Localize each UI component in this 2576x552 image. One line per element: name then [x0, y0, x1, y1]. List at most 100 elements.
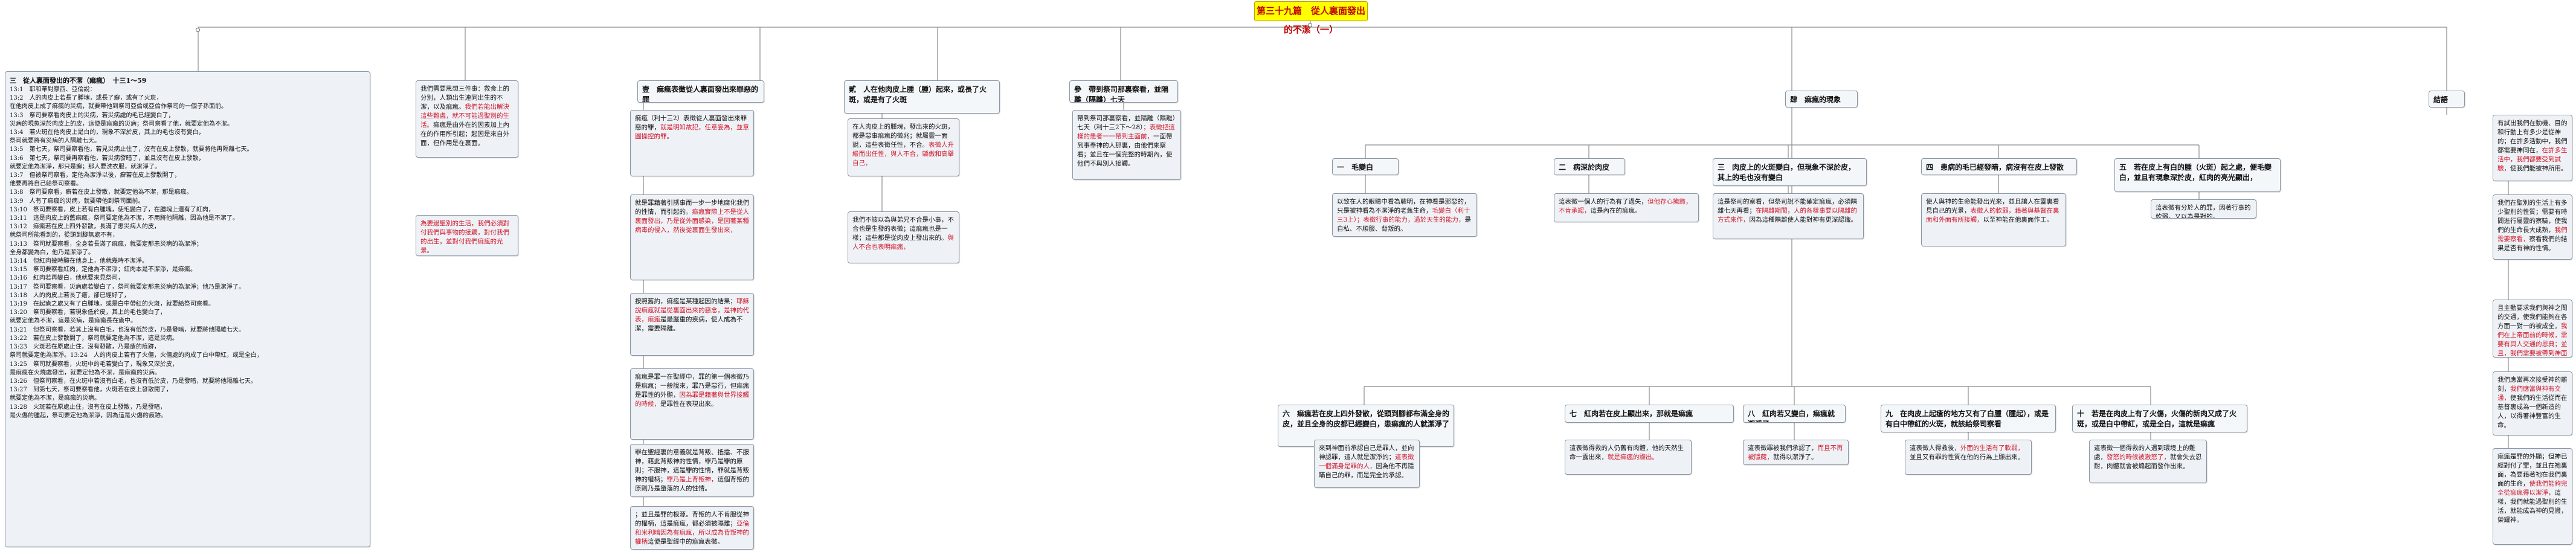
verse-line: 13:14 但紅肉幾時顯在他身上，他就幾時不潔淨。	[10, 258, 148, 265]
verse-line: 13:8 祭司要察看，癬若在皮上發散，就要定他為不潔，那是痲瘋。	[10, 189, 193, 196]
verse-line: 災病的現象深於肉皮上的皮，這便是痲瘋的災病；祭司察看了他，就要定他為不潔。	[10, 120, 233, 127]
phenomenon-heading[interactable]: 二 病深於肉皮	[1554, 158, 1625, 175]
note-node[interactable]: 這表徵一個人的行為有了過失，但他存心掩飾，不肯承認，這是內在的痲瘋。	[1554, 193, 1699, 222]
verse-line: 13:17 祭司要察看，災病處若變白了，祭司就要定那患災病的為潔淨；他乃是潔淨了…	[10, 283, 245, 290]
verse-line: 13:9 人有了痲瘋的災病，就要帶他到祭司面前。	[10, 197, 144, 205]
section-3-heading[interactable]: 參 帶到祭司那裏察看，並隔離（隔離）七天	[1069, 80, 1178, 103]
note-node[interactable]: 且主動要求我們與神之間的交通，使我們能夠在各方面一對一的被成全。我們在上帝面前的…	[2493, 300, 2572, 358]
verse-line: 13:20 祭司要察看，若現象低於皮，其上的毛也變白了，	[10, 309, 166, 316]
highlighted-text: 而且不再被隱藏，	[1748, 444, 1843, 461]
note-text: 是自私、不順服、背叛的。	[1337, 216, 1471, 233]
verse-line: 13:6 第七天，祭司要再察看他，若災病發暗了，並且沒有在皮上發散，	[10, 155, 205, 162]
conclusion-heading[interactable]: 結語	[2429, 91, 2465, 108]
highlighted-text: 在隔離期間，人的各樣事要以隔離的方式來作，	[1718, 207, 1857, 223]
scripture-outline-node[interactable]: 三 從人裏面發出的不潔（痲瘋） 十三1～59 13:1 耶和華對摩西、亞倫說：1…	[5, 71, 370, 547]
verse-line: 13:11 這是肉皮上的舊痲瘋，祭司要定他為不潔，不用將他隔離，因為他是不潔了。	[10, 215, 239, 222]
note-node[interactable]: 痲瘋是罪一在聖經中，罪的第一個表徵乃是痲瘋；一般說來，罪乃是惡行，但痲瘋是罪性的…	[630, 368, 754, 440]
note-text: 因為他不再隱瞞自己的罪，而是完全的承認。	[1319, 463, 1414, 479]
intro-highlight: 我們若能出解決這些難處，就不可能過聖別的生活。	[420, 103, 509, 129]
note-text: 這是內在的痲瘋。	[1590, 207, 1641, 214]
verse-line: 13:22 若在皮上發散開了，祭司就要定他為不潔，這是災病。	[10, 335, 178, 342]
phenomenon-heading[interactable]: 四 患病的毛已經發暗，病沒有在皮上發散	[1921, 158, 2077, 175]
highlighted-text: 亞倫和米利暗因為有痲瘋，所以成為背叛神的權柄	[635, 520, 749, 545]
note-text: 痲瘋（利十三2）表徵從人裏面發出來罪惡的罪，	[635, 115, 747, 131]
note-text: 且主動要求我們與神之間的交通，使我們能夠在各方面一對一的被成全。	[2497, 304, 2568, 330]
note-node[interactable]: 痲瘋（利十三2）表徵從人裏面發出來罪惡的罪，就是明知故犯，任意妄為，並意圖操控的…	[630, 110, 754, 176]
highlighted-text: 發怒的時候被激怒了，	[2107, 454, 2170, 461]
verse-line: 在他肉皮上成了痲瘋的災病，就要帶他到祭司亞倫或亞倫作祭司的一個子孫面前。	[10, 103, 227, 111]
note-node[interactable]: 這表徵一個得救的人遇到環境上的難處，發怒的時候被激怒了，就會失去忍耐，肉體就會被…	[2089, 440, 2207, 483]
note-node[interactable]: 來到神面前承認自己是罪人，並向神認罪，這人就是潔淨的；這表徵一個滿身是罪的人，因…	[1314, 440, 1420, 488]
note-text: 罪在聖經裏的意義就是背叛、抵擋、不服神，藉此背叛神的性情，罪乃是罪的原則；不服神…	[635, 449, 749, 483]
collapse-handle[interactable]	[1308, 23, 1312, 27]
section-4-heading[interactable]: 肆 痲瘋的現象	[1785, 91, 1858, 108]
note-text: 並且又有罪的性質在他的行為上顯出來。	[1910, 454, 2024, 461]
note-node[interactable]: 以致在人的眼睛中看為聰明，在神看是邪惡的，只是被神看為不潔淨的老舊生命，毛變白（…	[1332, 193, 1477, 237]
highlighted-text: 就是痲瘋的顯出。	[1608, 454, 1658, 461]
verse-line: 13:4 若火斑在他肉皮上是白的，現象不深於皮，其上的毛也沒有變白，	[10, 129, 205, 136]
note-node[interactable]: 痲瘋是罪的外顯；但神已經對付了罪，並且在祂裏面，為要藉著祂在我們裏面的生命，使我…	[2493, 448, 2572, 545]
note-node[interactable]: 帶到祭司那裏察看，並隔離（隔離）七天（利十三2下～28）；表徵把這樣的患者一一帶…	[1072, 110, 1181, 180]
verse-line: 祭司就要將有災病的人隔離七天。	[10, 138, 100, 145]
verse-line: 13:28 火斑若在原處止住，沒有在皮上發散，乃是發暗，	[10, 403, 166, 411]
note-text: 痲瘋是罪的外顯；但神已經對付了罪，並且在祂裏面，為要藉著祂在我們裏面的生命，	[2497, 453, 2568, 487]
section-2-heading[interactable]: 貳 人在他肉皮上腫（腫）起來，或長了火斑，或是有了火斑	[844, 80, 1000, 114]
intro-text: 我們需要思想三件事：救食上的分別，人類出生連同出生的不潔，以及痲瘋。	[420, 85, 509, 111]
note-node[interactable]: 罪在聖經裏的意義就是背叛、抵擋、不服神，藉此背叛神的性情，罪乃是罪的原則；不服神…	[630, 444, 754, 497]
highlighted-text: ；表徵把這樣的患者一一帶到主面前，	[1077, 124, 1175, 140]
section-1-heading[interactable]: 壹 痲瘋表徵從人裏面發出來罪惡的罪	[637, 80, 764, 103]
root-title-node[interactable]: 第三十九篇 從人裏面發出的不潔（一）	[1254, 1, 1368, 35]
note-node[interactable]: 這表徵罪被我們承認了，而且不再被隱藏，就得以潔淨了。	[1743, 440, 1849, 465]
verse-line: 13:1 耶和華對摩西、亞倫說：	[10, 86, 96, 93]
phenomenon-heading[interactable]: 一 毛變白	[1332, 158, 1399, 175]
phenomenon-heading[interactable]: 三 肉皮上的火斑變白，但現象不深於皮，其上的毛也沒有變白	[1713, 158, 1867, 186]
note-text: 這表徵人得救後，	[1910, 444, 1960, 452]
note-node[interactable]: 我們在聖別的生活上有多少聖別的性質；需要有時間進行屬靈的察驗，使我們的生命長大成…	[2493, 194, 2572, 260]
verse-line: 13:5 第七天，祭司要察看他，若見災病止住了，沒有在皮上發散，就要將他再隔離七…	[10, 146, 253, 153]
phenomenon-heading[interactable]: 九 在肉皮上起瘡的地方又有了白腫（腫起），或是有白中帶紅的火斑，就該給祭司察看	[1881, 405, 2056, 432]
note-node[interactable]: 這表徵得救的人仍舊有肉體，他的天然生命一露出來，就是痲瘋的顯出。	[1565, 440, 1692, 475]
phenomenon-heading[interactable]: 十 若是在肉皮上有了火傷，火傷的新肉又成了火斑，或是白中帶紅，或是全白，這就是痲…	[2072, 405, 2247, 432]
note-text: 察看我們的結果是否有神的性情。	[2497, 236, 2568, 252]
highlighted-text: 表徵人的軟弱，藉著與基督在裏面和外面有所接觸，	[1926, 207, 2059, 223]
note-text: 使我們的生活從而在基督裏成為一個新造的人，以得著神豐富的生命。	[2497, 394, 2568, 429]
note-text: 帶到祭司那裏察看，並隔離（隔離）七天（利十三2下～28）	[1077, 115, 1176, 131]
highlighted-text: 就是明知故犯，任意妄為，並意圖操控的罪。	[635, 124, 749, 140]
note-node[interactable]: 我們不該以為與弟兄不合是小事，不合也是生發的表徵；這痲瘋也是一樣；這些都是從肉皮…	[848, 211, 959, 263]
collapse-handle[interactable]	[196, 28, 200, 32]
verse-line: 祭司就要定他為潔淨。13:24 人的肉皮上若有了火傷，火傷處的肉成了白中帶紅，或…	[10, 352, 263, 359]
note-node[interactable]: 這表徵人得救後，外面的生活有了軟弱，並且又有罪的性質在他的行為上顯出來。	[1905, 440, 2032, 475]
intro-note[interactable]: 我們需要思想三件事：救食上的分別，人類出生連同出生的不潔，以及痲瘋。我們若能出解…	[416, 80, 518, 158]
phenomenon-heading[interactable]: 五 若在皮上有白的腫（火斑）起之處，便毛變白，並且有現象深於皮，紅肉的亮光顯出，	[2114, 158, 2281, 192]
highlighted-text: 但他存心掩飾，不肯承認，	[1559, 198, 1692, 214]
note-text: 這表徵一個得救的人遇到環境上的難處，	[2094, 444, 2195, 461]
note-text: ；並且是罪的根源。背叛的人不肯服從神的權柄，這是痲瘋，都必須被隔離；	[635, 511, 749, 527]
note-node[interactable]: ；並且是罪的根源。背叛的人不肯服從神的權柄，這是痲瘋，都必須被隔離；亞倫和米利暗…	[630, 506, 754, 550]
verse-line: 是火傷的腫起，祭司要定他為潔淨，因為這是火傷的痕跡。	[10, 412, 167, 419]
note-node[interactable]: 就是罪藉著引誘事而一步一步地腐化我們的性情，而引起的。痲瘋實際上不是從人裏面發出…	[630, 194, 754, 280]
note-text: 這表徵得救的人仍舊有肉體，他的天然生命一露出來，	[1570, 444, 1684, 461]
note-text: 我們不該以為與弟兄不合是小事，不合也是生發的表徵；這痲瘋也是一樣；這些都是從肉皮…	[852, 216, 954, 242]
verse-line: 13:23 火斑若在原處止住，沒有發散，乃是瘡的痕跡，	[10, 344, 160, 351]
note-node[interactable]: 使人與神的生命能發出光來，並且讓人在靈裏看見自己的光景，表徵人的軟弱，藉著與基督…	[1921, 193, 2066, 246]
phenomenon-heading[interactable]: 八 紅肉若又變白，痲瘋就潔淨了	[1743, 405, 1846, 423]
note-text: 就得以潔淨了。	[1773, 454, 1818, 461]
phenomenon-heading[interactable]: 七 紅肉若在皮上顯出來，那就是痲瘋	[1565, 405, 1734, 423]
note-node[interactable]: 這表徵有分於人的罪，因著行事的軟弱，又以為是對的。	[2151, 199, 2256, 219]
intro-red-note[interactable]: 為要過聖別的生活，我們必須對付我們與事物的接觸，對付我們的出生，並對付我們痲瘋的…	[416, 215, 518, 256]
note-node[interactable]: 這是祭司的察看，但祭司說不能確定痲瘋，必須隔離七天再看；在隔離期間，人的各樣事要…	[1713, 193, 1864, 239]
note-text: 有試出我們在動機、目的和行動上有多少是從神的；在許多活動中，我們都需要神同在，	[2497, 120, 2568, 154]
note-node[interactable]: 我們應當再次接受神的雕刻，我們應當與神有交通，使我們的生活從而在基督裏成為一個新…	[2493, 371, 2572, 435]
highlighted-text: 因為罪是藉著與世界接觸的時候，	[635, 391, 749, 408]
highlighted-text: 我們需要察看，	[2497, 226, 2568, 243]
note-node[interactable]: 在人肉皮上的腫塊，發出來的火斑，都是惡事痲瘋的徵兆；就屬靈一面說，這些表徵任性，…	[848, 118, 959, 176]
verse-line: 13:3 祭司要察看肉皮上的災病，若災病處的毛已經變白了，	[10, 112, 175, 119]
verse-line: 就要定他為不潔，是痲瘋的災病。	[10, 395, 100, 402]
verse-line: 是痲瘋在火燒處發出，就要定他為不潔，是痲瘋的災病。	[10, 369, 161, 376]
verse-line: 13:26 但祭司察看，在火斑中若沒有白毛，也沒有低於皮，乃是發暗，就要將他隔離…	[10, 377, 257, 385]
note-text: 以至神能在他裏面作工。	[1983, 216, 2053, 223]
note-node[interactable]: 有試出我們在動機、目的和行動上有多少是從神的；在許多活動中，我們都需要神同在，在…	[2493, 115, 2572, 181]
note-text: 這個背叛的原則乃是墮落的人的性情。	[635, 476, 749, 492]
note-node[interactable]: 按照舊約，痲瘋是某種起因的結果；耶穌說痲瘋就是從裏面出來的惡念，是神的代表，痲瘋…	[630, 293, 754, 356]
note-text: 我們在聖別的生活上有多少聖別的性質；需要有時間進行屬靈的察驗，使我們的生命長大成…	[2497, 199, 2568, 234]
